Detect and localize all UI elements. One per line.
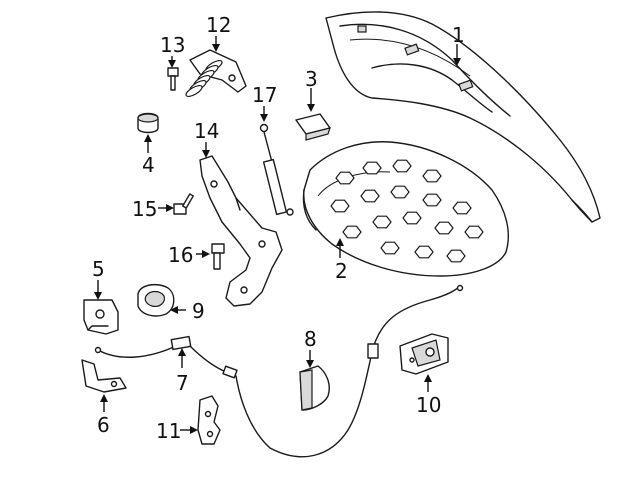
insulator-cell [414,245,434,259]
insulator-cell [372,215,392,229]
callout-7: 7 [176,371,189,395]
insulator-cell [422,169,442,183]
callout-16: 16 [168,243,193,267]
insulator-cell [464,225,484,239]
callout-11: 11 [156,419,181,443]
insulator-cell [446,249,466,263]
insulator-cell [390,185,410,199]
spring-coil [185,84,203,98]
callout-2: 2 [335,259,348,283]
callout-numbers: 1 2 3 4 5 6 7 8 9 10 11 12 13 14 15 16 1… [92,13,465,443]
hood-panel [325,11,601,223]
callout-13: 13 [160,33,185,57]
insulator-cell [392,159,412,173]
insulator-cell [335,171,355,185]
callout-10: 10 [416,393,441,417]
insulator-cell [434,221,454,235]
callout-17: 17 [252,83,277,107]
insulator-cell [330,199,350,213]
handle-bezel [137,283,175,317]
hood-latch [83,299,119,335]
callout-8: 8 [304,327,317,351]
release-handle [299,365,330,411]
callout-9: 9 [192,299,205,323]
latch-bracket [81,359,127,393]
callout-6: 6 [97,413,110,437]
hood-hinge [199,155,283,307]
insulator-cell [380,241,400,255]
insulator-cell [362,161,382,175]
bolt-13 [167,67,179,91]
bolt-16 [211,243,225,270]
hood-insulator [302,141,509,277]
bolt-15 [173,193,194,215]
callout-12: 12 [206,13,231,37]
hood-stop-rubber [137,112,159,134]
callout-15: 15 [132,197,157,221]
insulator-cell [402,211,422,225]
insulator-cell [452,201,472,215]
callout-5: 5 [92,257,105,281]
insulator-cell [342,225,362,239]
leader-lines [94,36,461,434]
support-strut [259,123,294,216]
insulator-cell [360,189,380,203]
callout-14: 14 [194,119,219,143]
callout-1: 1 [452,23,465,47]
insulator-cell [422,193,442,207]
handle-bracket [399,333,449,375]
hood-bumper [295,113,331,141]
release-cable [94,284,464,458]
callout-3: 3 [305,67,318,91]
safety-catch [197,395,221,445]
hinge-spring [185,49,247,98]
callout-4: 4 [142,153,155,177]
